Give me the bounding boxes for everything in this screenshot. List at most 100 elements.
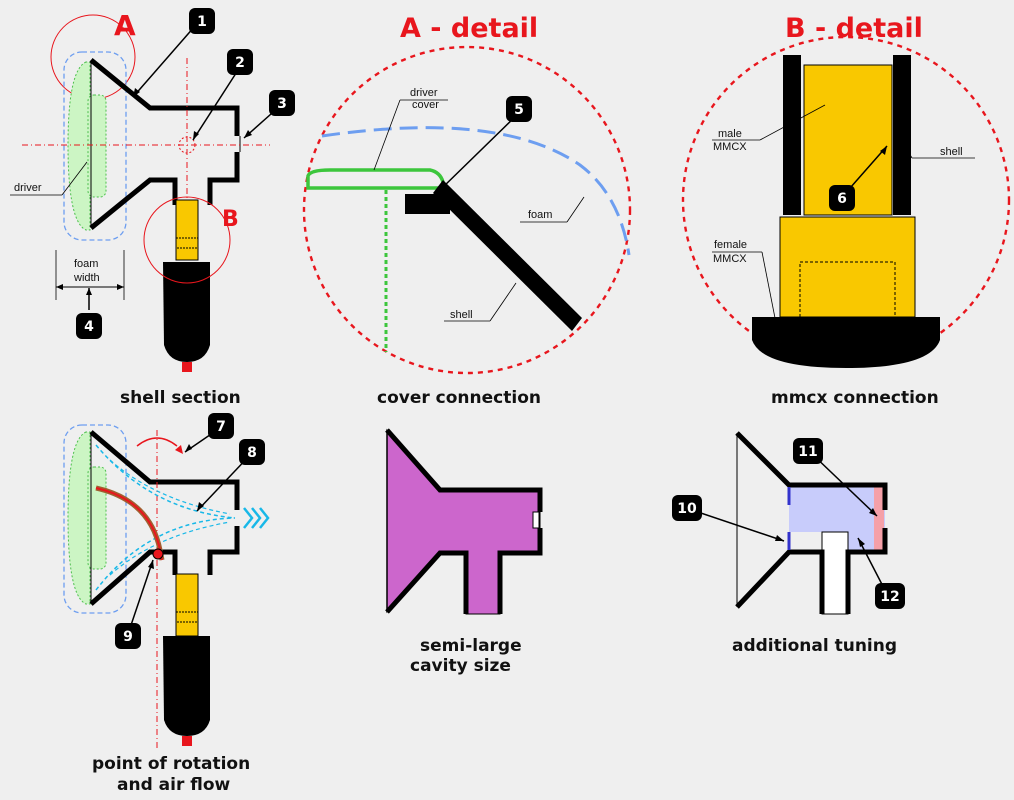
badge-9: 9 [115,623,141,649]
driver [67,61,91,231]
airflow-lower [95,517,236,591]
foam-outline [63,51,127,241]
foam-width-label-2: width [73,272,100,284]
mmcx-joint [175,237,199,249]
caption-cavity-2: cavity size [410,656,511,676]
female-label-2: MMCX [713,253,747,265]
badge-12-box [875,583,905,609]
badge-7-number: 7 [216,419,226,435]
cover-connection-panel: A - detail driver cover foam shell [302,13,632,375]
badge-8-box [239,439,265,465]
tuning-shell [735,431,888,614]
plug-2 [163,636,210,736]
badge-5: 5 [506,96,532,122]
driver-cover-2 [87,466,107,570]
male-label-2: MMCX [713,141,747,153]
badge-5-number: 5 [514,102,524,118]
badge-11: 11 [793,438,823,464]
shell-lip [405,194,450,214]
shell-section-panel: A B driver foam width [10,9,270,372]
plug-body [752,317,940,368]
badge-4: 4 [76,313,102,339]
badge-2-number: 2 [235,55,245,71]
cavity-shell [385,428,543,614]
male-label-1: male [718,128,742,140]
badge-4-number: 4 [84,319,94,335]
badge-2: 2 [227,49,253,75]
rotation-arrow [136,437,178,447]
driver-cover-label-2: cover [412,99,439,111]
badge-8: 8 [239,439,265,465]
mmcx-connector [175,199,199,261]
caption-mmcx-connection: mmcx connection [771,388,939,408]
caption-rotation-1: point of rotation [92,754,250,774]
cable-end [182,362,192,372]
caption-rotation-2: and air flow [117,775,231,795]
badge-3-box [269,90,295,116]
badge-1-number: 1 [197,14,207,30]
badge-6: 6 [829,185,855,211]
female-mmcx [779,216,916,318]
caption-cover-connection: cover connection [377,388,541,408]
plug [163,262,210,362]
badge-4-box [76,313,102,339]
driver-cover [87,94,107,198]
heading-a-detail: A - detail [400,13,538,44]
foam-width-label-1: foam [74,258,98,270]
badge-7: 7 [208,413,234,439]
driver-label: driver [14,182,42,194]
shell-wall-right [893,55,911,215]
shell [89,58,240,230]
badge-9-box [115,623,141,649]
rotation-airflow-panel [63,424,270,750]
badge-11-box [793,438,823,464]
foam-contour [321,126,631,256]
rotation-pivot [152,548,164,560]
shell-wall-left [783,55,801,215]
tuning-damper [874,485,884,552]
driver-2 [67,431,91,605]
badge-6-box [829,185,855,211]
badge-11-number: 11 [798,444,817,460]
badge-10-box [672,495,702,521]
badge-9-number: 9 [123,629,133,645]
cover-outline [306,168,445,190]
heading-a: A [114,9,136,42]
mmcx-connection-panel: B - detail male MMCX shell female MMCX [681,13,1011,368]
badge-10-number: 10 [677,501,697,517]
badge-1: 1 [189,8,215,34]
caption-cavity-1: semi-large [420,636,522,656]
badge-12: 12 [875,583,905,609]
shell-b-label: shell [940,146,963,158]
detail-a-boundary [302,45,632,375]
driver-cover-label-1: driver [410,87,438,99]
badge-12-number: 12 [880,589,899,605]
heading-b: B [222,207,239,232]
badge-arrowheads [133,88,887,569]
shell-2 [89,430,240,606]
detail-b-boundary [681,35,1011,365]
foam-outline-2 [63,424,127,614]
shell-label: shell [450,309,473,321]
badge-1-box [189,8,215,34]
badge-7-box [208,413,234,439]
badge-2-box [227,49,253,75]
airflow-exit-arrows [243,507,270,529]
badge-10: 10 [672,495,702,521]
caption-tuning: additional tuning [732,636,897,656]
badge-8-number: 8 [247,445,257,461]
badge-3: 3 [269,90,295,116]
airflow-upper [95,444,236,519]
rotation-point [178,136,196,154]
heading-b-detail: B - detail [785,13,923,44]
female-label-1: female [714,239,747,251]
shell-wall [433,180,582,331]
badge-3-number: 3 [277,96,287,112]
badge-5-box [506,96,532,122]
detail-b-circle [143,196,231,284]
caption-shell-section: shell section [120,388,241,408]
badge-6-number: 6 [837,191,847,207]
cavity-panel [385,428,543,615]
